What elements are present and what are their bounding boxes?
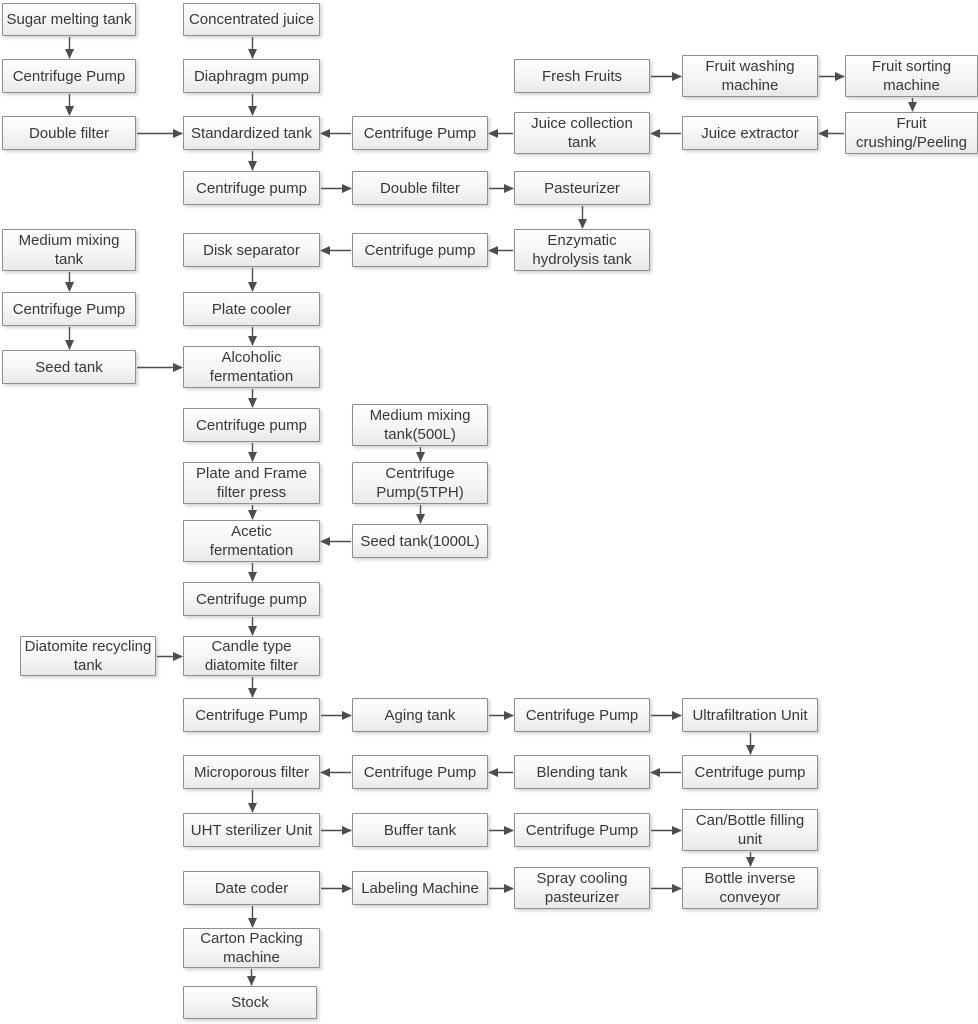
node-cp_b8: Centrifuge pump — [183, 408, 320, 442]
node-cp_c3: Centrifuge Pump — [352, 116, 488, 150]
node-af: Alcoholic fermentation — [183, 346, 320, 388]
node-st1000: Seed tank(1000L) — [352, 524, 488, 558]
node-cp5tph: Centrifuge Pump(5TPH) — [352, 462, 488, 504]
node-dp: Diaphragm pump — [183, 59, 320, 93]
node-past: Pasteurizer — [514, 171, 650, 205]
node-fsm: Fruit sorting machine — [845, 55, 978, 97]
node-je: Juice extractor — [682, 116, 818, 150]
node-st: Standardized tank — [183, 116, 320, 150]
node-cbfu: Can/Bottle filling unit — [682, 809, 818, 851]
node-ds: Disk separator — [183, 233, 320, 267]
node-mf: Microporous filter — [183, 755, 320, 789]
node-jct: Juice collection tank — [514, 112, 650, 154]
node-scp: Spray cooling pasteurizer — [514, 867, 650, 909]
node-st_a: Seed tank — [2, 350, 136, 384]
node-cp_a2: Centrifuge Pump — [2, 59, 136, 93]
node-cp_a6: Centrifuge Pump — [2, 292, 136, 326]
node-mmt_a: Medium mixing tank — [2, 229, 136, 271]
node-uht: UHT sterilizer Unit — [183, 813, 320, 847]
node-cp_b11: Centrifuge pump — [183, 582, 320, 616]
node-acf: Acetic fermentation — [183, 520, 320, 562]
node-cj: Concentrated juice — [183, 3, 320, 36]
node-pffp: Plate and Frame filter press — [183, 462, 320, 504]
node-buf: Buffer tank — [352, 813, 488, 847]
node-ctdf: Candle type diatomite filter — [183, 636, 320, 676]
node-cp_b13: Centrifuge Pump — [183, 698, 320, 732]
node-drt: Diatomite recycling tank — [20, 636, 156, 676]
node-pc: Plate cooler — [183, 292, 320, 326]
node-lm: Labeling Machine — [352, 871, 488, 905]
node-eht: Enzymatic hydrolysis tank — [514, 229, 650, 271]
node-ff: Fresh Fruits — [514, 59, 650, 93]
node-cp_c5: Centrifuge pump — [352, 233, 488, 267]
node-fwm: Fruit washing machine — [682, 55, 818, 97]
node-cp_d15: Centrifuge Pump — [514, 813, 650, 847]
node-cp_c14: Centrifuge Pump — [352, 755, 488, 789]
node-fcp: Fruit crushing/Peeling — [845, 112, 978, 154]
node-df_c4: Double filter — [352, 171, 488, 205]
node-cp_e14: Centrifuge pump — [682, 755, 818, 789]
node-dc: Date coder — [183, 871, 320, 905]
node-bt: Blending tank — [514, 755, 650, 789]
node-cp_b4: Centrifuge pump — [183, 171, 320, 205]
node-at: Aging tank — [352, 698, 488, 732]
node-cp_d13: Centrifuge Pump — [514, 698, 650, 732]
node-cpm: Carton Packing machine — [183, 928, 320, 968]
node-mmt500: Medium mixing tank(500L) — [352, 404, 488, 446]
node-bic: Bottle inverse conveyor — [682, 867, 818, 909]
node-ufu: Ultrafiltration Unit — [682, 698, 818, 732]
node-stock: Stock — [183, 986, 317, 1019]
node-df_a3: Double filter — [2, 116, 136, 150]
node-smt: Sugar melting tank — [2, 3, 136, 36]
